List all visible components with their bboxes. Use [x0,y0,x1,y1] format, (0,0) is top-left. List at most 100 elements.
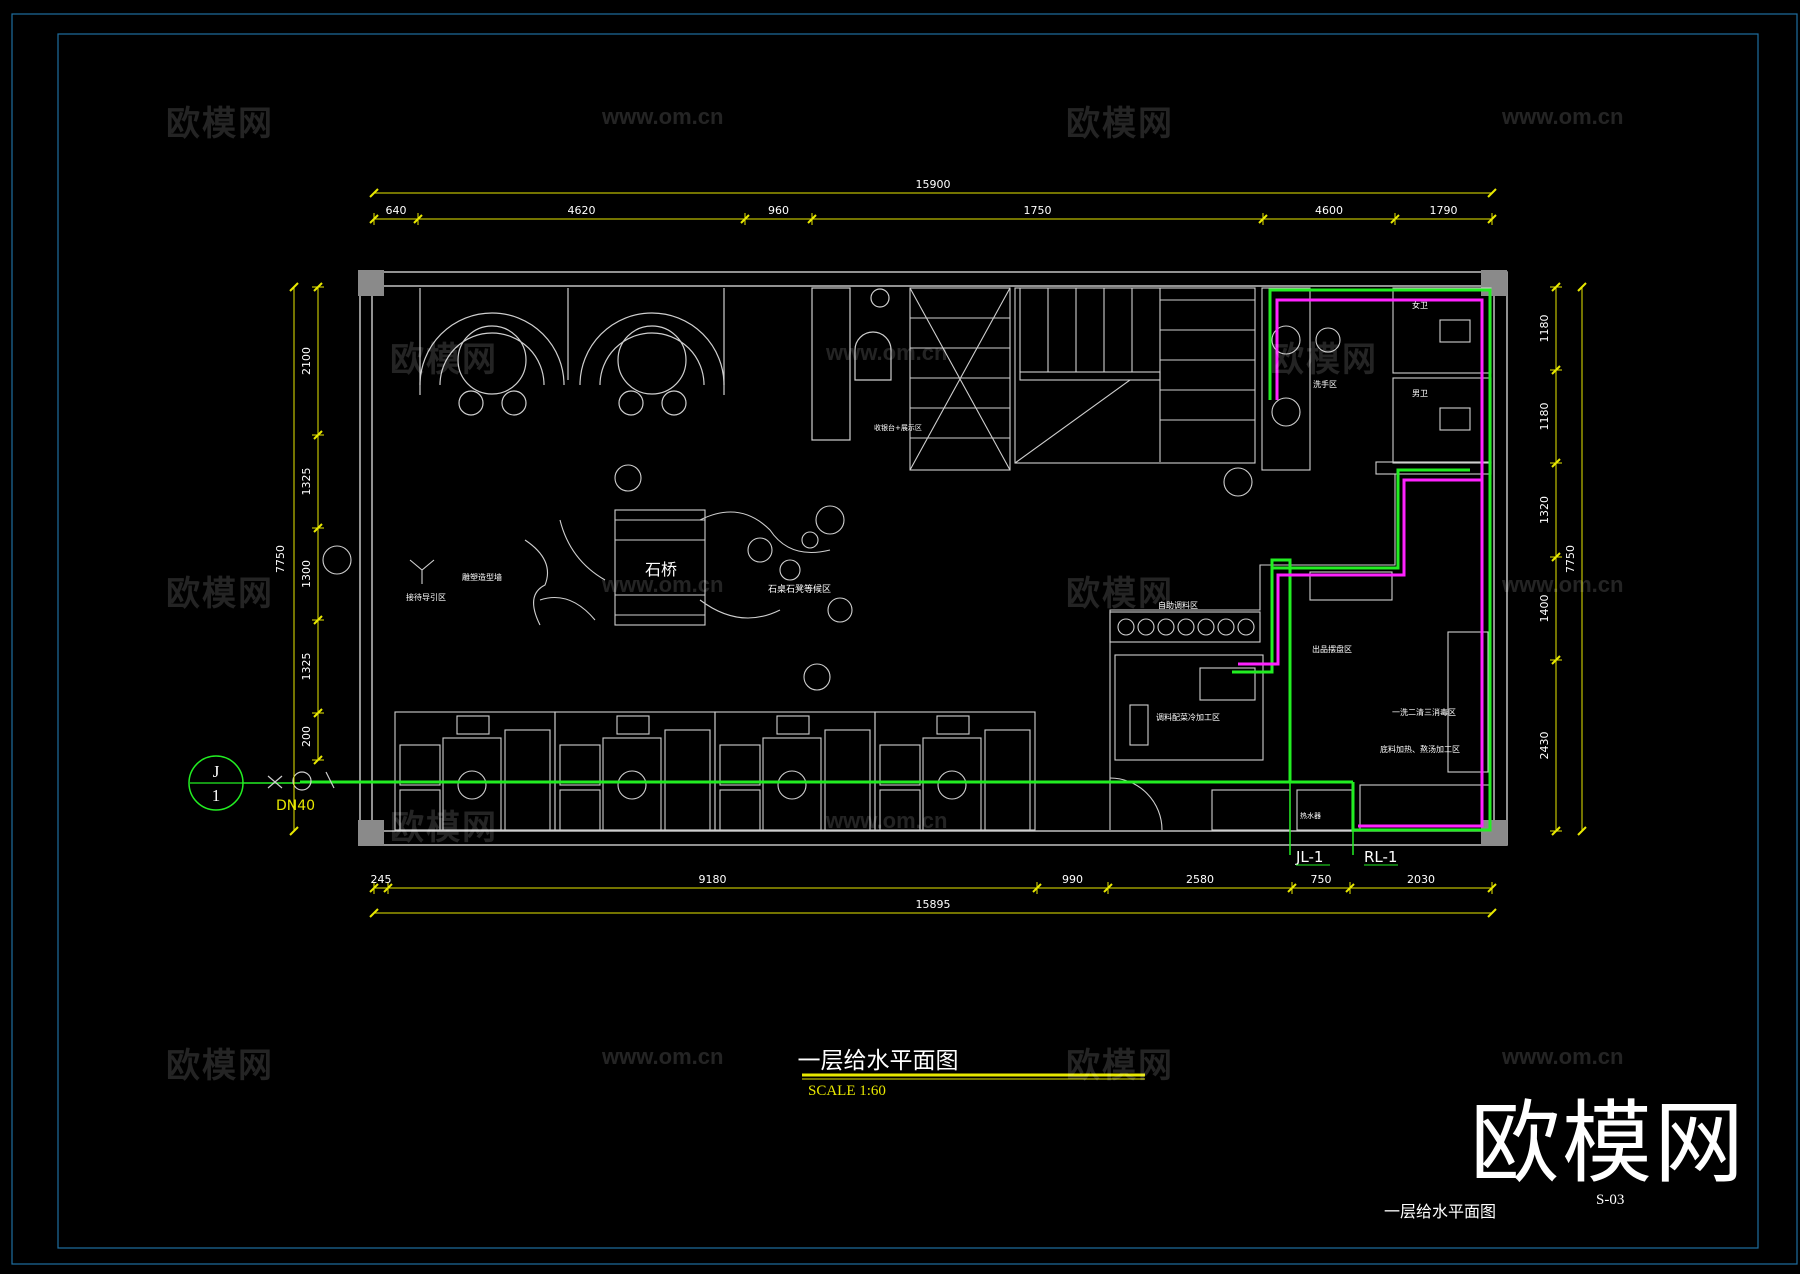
booth-seat [879,789,921,831]
booth-table [922,737,982,831]
cold-water-pipe [300,288,1492,855]
sheet-number: S-03 [1596,1192,1624,1208]
dimension-tick [1577,282,1587,292]
booth-table [602,737,662,831]
footer-title: 一层给水平面图 [1384,1202,1496,1221]
watermark-url: www.om.cn [602,572,724,597]
dimension-label: 1300 [300,560,313,588]
booth-table [442,737,502,831]
label-water-tank: 热水器 [1300,811,1321,820]
watermark-url: www.om.cn [826,808,948,833]
watermark-text: 欧模网 [1066,104,1174,144]
dimension-label: 9180 [699,873,727,886]
dimension-label: 4600 [1315,204,1343,217]
dimension-label: 1325 [300,468,313,496]
booth-bench [984,729,1031,831]
watermark-url: www.om.cn [1502,104,1624,129]
label-female-wc: 女卫 [1412,300,1428,310]
dimension-label: 2100 [300,347,313,375]
toilet-area [1261,287,1492,475]
hotpot-burner-icon [457,770,487,800]
dimension-total-label: 15900 [916,178,951,191]
round-booth-seats [419,288,725,416]
label-wash-area: 洗手区 [1313,379,1337,389]
watermark-url: www.om.cn [1502,572,1624,597]
riser-cold-label: JL-1 [1295,848,1323,866]
dimension-label: 2030 [1407,873,1435,886]
watermark-text: 欧模网 [1066,1046,1174,1086]
dimension-label: 4620 [568,204,596,217]
dimension-tick [369,188,379,198]
watermark-text: 欧模网 [166,574,274,614]
inlet-size-label: DN40 [276,798,315,814]
watermark-text: 欧模网 [390,340,498,380]
booth-seat [879,744,921,786]
building-walls [359,271,1508,846]
dimension-tick [369,908,379,918]
watermark-text: 欧模网 [166,104,274,144]
watermark-text: 欧模网 [1066,574,1174,614]
booth-seat [719,744,761,786]
stone-bridge [524,505,853,626]
cashier-counter [811,287,892,441]
brand-logo: 欧模网 [1470,1091,1746,1196]
label-plating-area: 出品摆盘区 [1312,644,1352,654]
booth-table [762,737,822,831]
drawing-title: 一层给水平面图 [798,1048,959,1074]
watermark-url: www.om.cn [602,1044,724,1069]
label-buffet: 自助调料区 [1158,600,1198,610]
sheet-outer-frame [11,13,1798,1265]
dimension-tick [1577,826,1587,836]
dimension-label: 1790 [1430,204,1458,217]
dimension-tick [1487,188,1497,198]
dimension-label: 2430 [1538,732,1551,760]
corner-columns [358,270,1507,846]
dimension-label: 2580 [1186,873,1214,886]
staircase [909,287,1256,471]
hotpot-burner-icon [617,770,647,800]
riser-hot-label: RL-1 [1364,848,1397,866]
label-cashier: 收银台+展示区 [874,423,922,432]
dimension-label: 1320 [1538,496,1551,524]
label-hot-kitchen: 底料加热、熬汤加工区 [1380,744,1460,754]
dimension-label: 960 [768,204,789,217]
label-reception-area: 接待导引区 [406,592,446,602]
dimension-total-label: 7750 [1564,545,1577,573]
booth-vent [456,715,490,735]
dimension-label: 1325 [300,653,313,681]
sheet-inner-frame [57,33,1759,1249]
dimension-label: 1750 [1024,204,1052,217]
booth-seat [559,789,601,831]
dimension-label: 750 [1311,873,1332,886]
watermark-text: 欧模网 [1270,340,1378,380]
inlet-marker-top-label: J [213,762,220,781]
label-stone-seat-area: 石桌石凳等候区 [768,583,831,595]
dimension-tick [289,826,299,836]
label-cold-kitchen: 调料配菜冷加工区 [1156,712,1220,722]
hotpot-burner-icon [777,770,807,800]
dimension-label: 200 [300,726,313,747]
dimension-label: 1180 [1538,315,1551,343]
people-figures [322,327,1341,691]
hotpot-burner-icon [937,770,967,800]
label-washing: 一洗二清三消毒区 [1392,707,1456,717]
dimension-label: 1180 [1538,403,1551,431]
booth-seat [399,744,441,786]
dimension-tick [289,282,299,292]
hot-water-pipe [1238,298,1484,828]
dimension-tick [1487,908,1497,918]
dimension-total-label: 15895 [916,898,951,911]
watermark-text: 欧模网 [166,1046,274,1086]
kitchen-layout [1109,474,1491,831]
dimension-label: 990 [1062,873,1083,886]
inlet-marker [188,755,335,811]
inlet-marker-bottom-label: 1 [212,786,221,805]
label-stone-bridge: 石桥 [645,560,677,579]
watermark-url: www.om.cn [1502,1044,1624,1069]
watermark-url: www.om.cn [602,104,724,129]
bottom-booth-row [394,711,1036,831]
booth-bench [664,729,711,831]
